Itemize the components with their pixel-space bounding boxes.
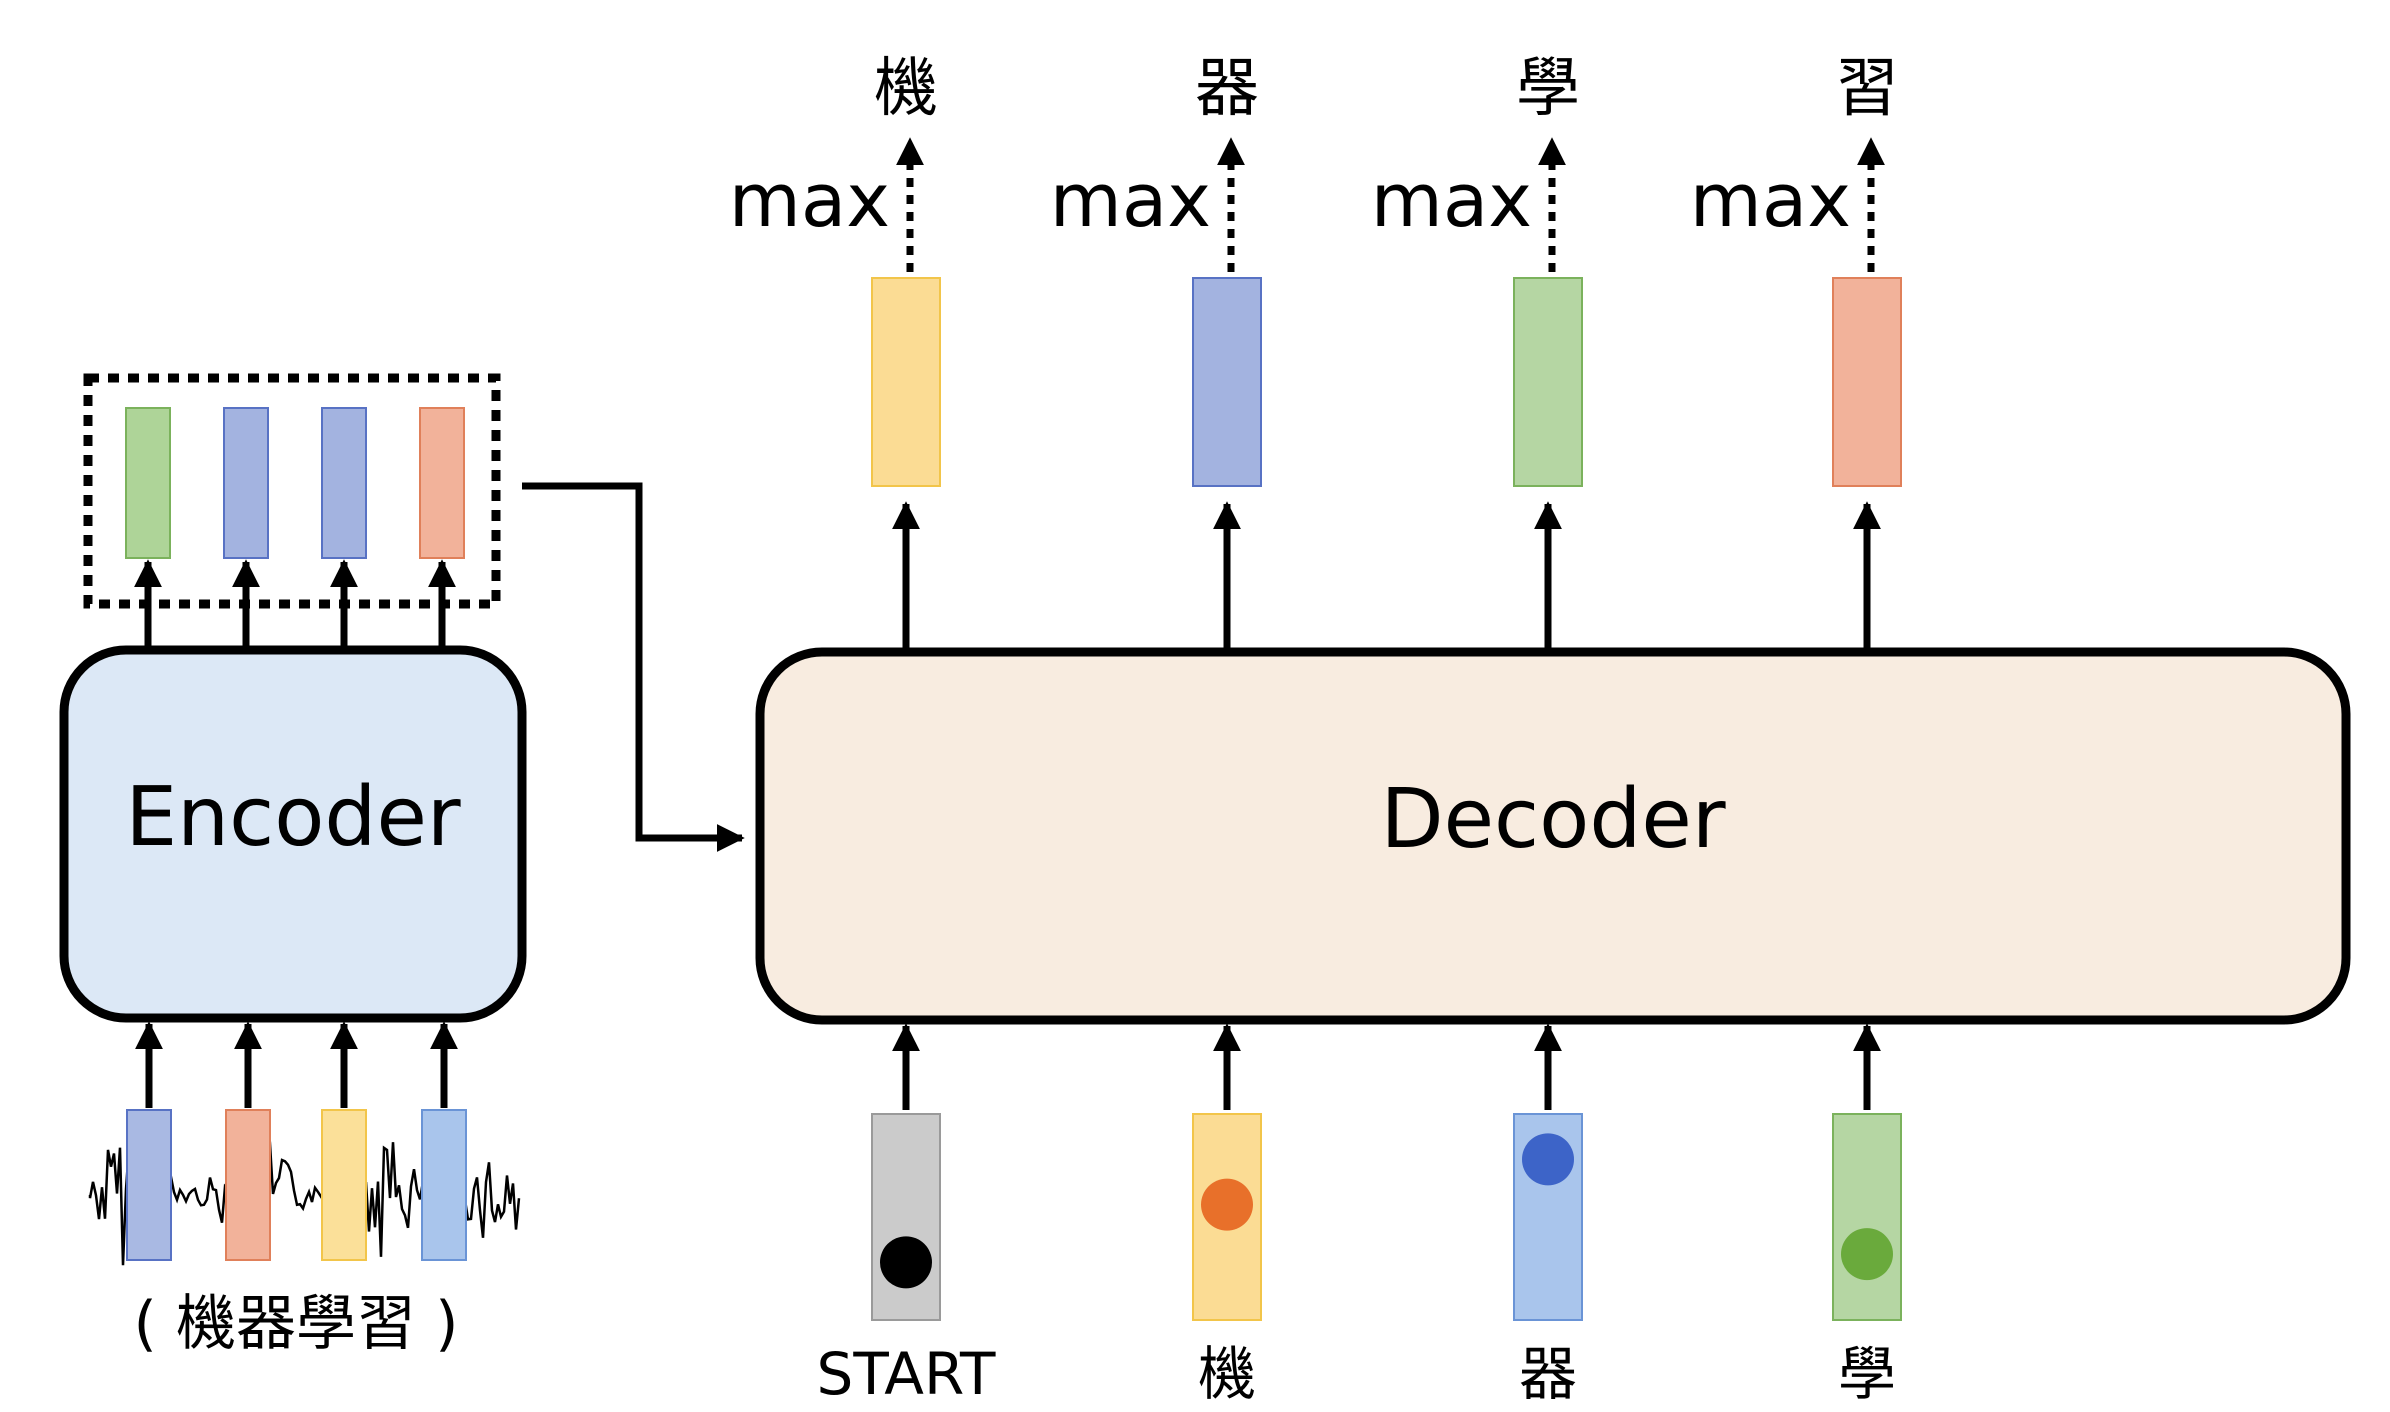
encoder-input-caption: ( 機器學習 )	[134, 1289, 459, 1359]
encoder-input-vector	[321, 1109, 367, 1261]
max-label: max	[1050, 158, 1211, 244]
encoder-to-decoder-arrow	[522, 482, 745, 852]
one-hot-dot	[1841, 1228, 1893, 1281]
decoder-output-vector	[871, 277, 941, 487]
one-hot-dot	[880, 1236, 932, 1289]
input-token: 機	[1198, 1340, 1256, 1408]
input-token: START	[817, 1340, 996, 1408]
arrows	[134, 137, 1885, 1110]
output-token: 習	[1835, 52, 1899, 126]
decoder-output-vector	[1832, 277, 1902, 487]
max-label: max	[1371, 158, 1532, 244]
output-token: 學	[1516, 52, 1580, 126]
encoder-output-vector	[321, 407, 367, 559]
one-hot-dot	[1522, 1133, 1574, 1186]
encoder-output-vector	[223, 407, 269, 559]
input-token: 器	[1519, 1340, 1577, 1408]
one-hot-dot	[1201, 1178, 1253, 1231]
encoder-input-vectors	[126, 1109, 467, 1261]
decoder-label: Decoder	[1380, 772, 1725, 867]
decoder-input-vector	[1832, 1113, 1902, 1321]
encoder-output-frame	[83, 373, 501, 609]
decoder-box	[755, 647, 2351, 1025]
encoder-box	[59, 645, 527, 1023]
decoder-input-vector	[871, 1113, 941, 1321]
encoder-input-vector	[126, 1109, 172, 1261]
encoder-input-vector	[421, 1109, 467, 1261]
encoder-input-vector	[225, 1109, 271, 1261]
encoder-label: Encoder	[125, 770, 461, 865]
encoder-output-vector	[125, 407, 171, 559]
input-token: 學	[1838, 1340, 1896, 1408]
encoder-output-vector	[419, 407, 465, 559]
output-token: 機	[874, 52, 938, 126]
decoder-output-vector	[1192, 277, 1262, 487]
max-label: max	[1690, 158, 1851, 244]
output-token: 器	[1195, 52, 1259, 126]
decoder-input-vectors: START 機 器 學	[817, 1113, 1902, 1408]
decoder-output-vectors: max 機 max 器 max 學 max 習	[729, 52, 1902, 487]
max-label: max	[729, 158, 890, 244]
decoder-output-vector	[1513, 277, 1583, 487]
encoder-output-vectors	[125, 407, 465, 559]
